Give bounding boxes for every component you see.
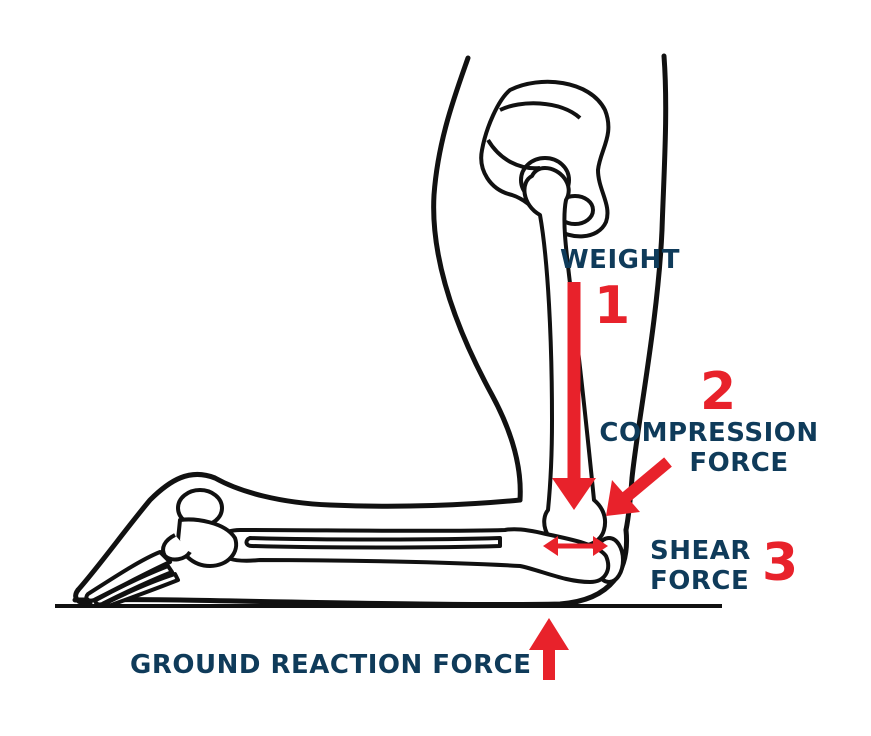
- compression-label-line1: COMPRESSION: [599, 418, 819, 448]
- metatarsal-3: [102, 572, 180, 608]
- femur-bone: [522, 166, 607, 549]
- toes-outline: [73, 587, 93, 606]
- thigh-outline-back: [431, 55, 523, 503]
- shear-label-line2: FORCE: [650, 566, 750, 596]
- compression-arrowhead: [606, 480, 640, 516]
- knee-shin-outline: [72, 527, 630, 608]
- ankle-bone: [176, 517, 239, 568]
- compression-arrow: [621, 457, 672, 503]
- fibula-bone: [244, 536, 502, 550]
- ground-reaction-force-label: GROUND REACTION FORCE: [130, 650, 532, 680]
- calf-outline: [75, 471, 523, 593]
- weight-label: WEIGHT: [560, 245, 680, 275]
- weight-arrowhead: [552, 478, 596, 510]
- compression-label-line2: FORCE: [689, 448, 789, 478]
- force-number-3: 3: [762, 533, 799, 593]
- force-number-2: 2: [700, 362, 737, 422]
- ground-reaction-arrowhead: [529, 618, 569, 650]
- shear-force-label: SHEAR FORCE: [650, 538, 751, 594]
- force-arrows: [529, 282, 672, 680]
- shear-label-line1: SHEAR: [650, 536, 751, 566]
- force-number-1: 1: [594, 276, 631, 336]
- shear-arrowhead-left: [543, 536, 558, 556]
- compression-force-label: COMPRESSION FORCE: [598, 420, 820, 476]
- pelvis-bone: [479, 79, 611, 239]
- shear-arrowhead-right: [593, 536, 608, 556]
